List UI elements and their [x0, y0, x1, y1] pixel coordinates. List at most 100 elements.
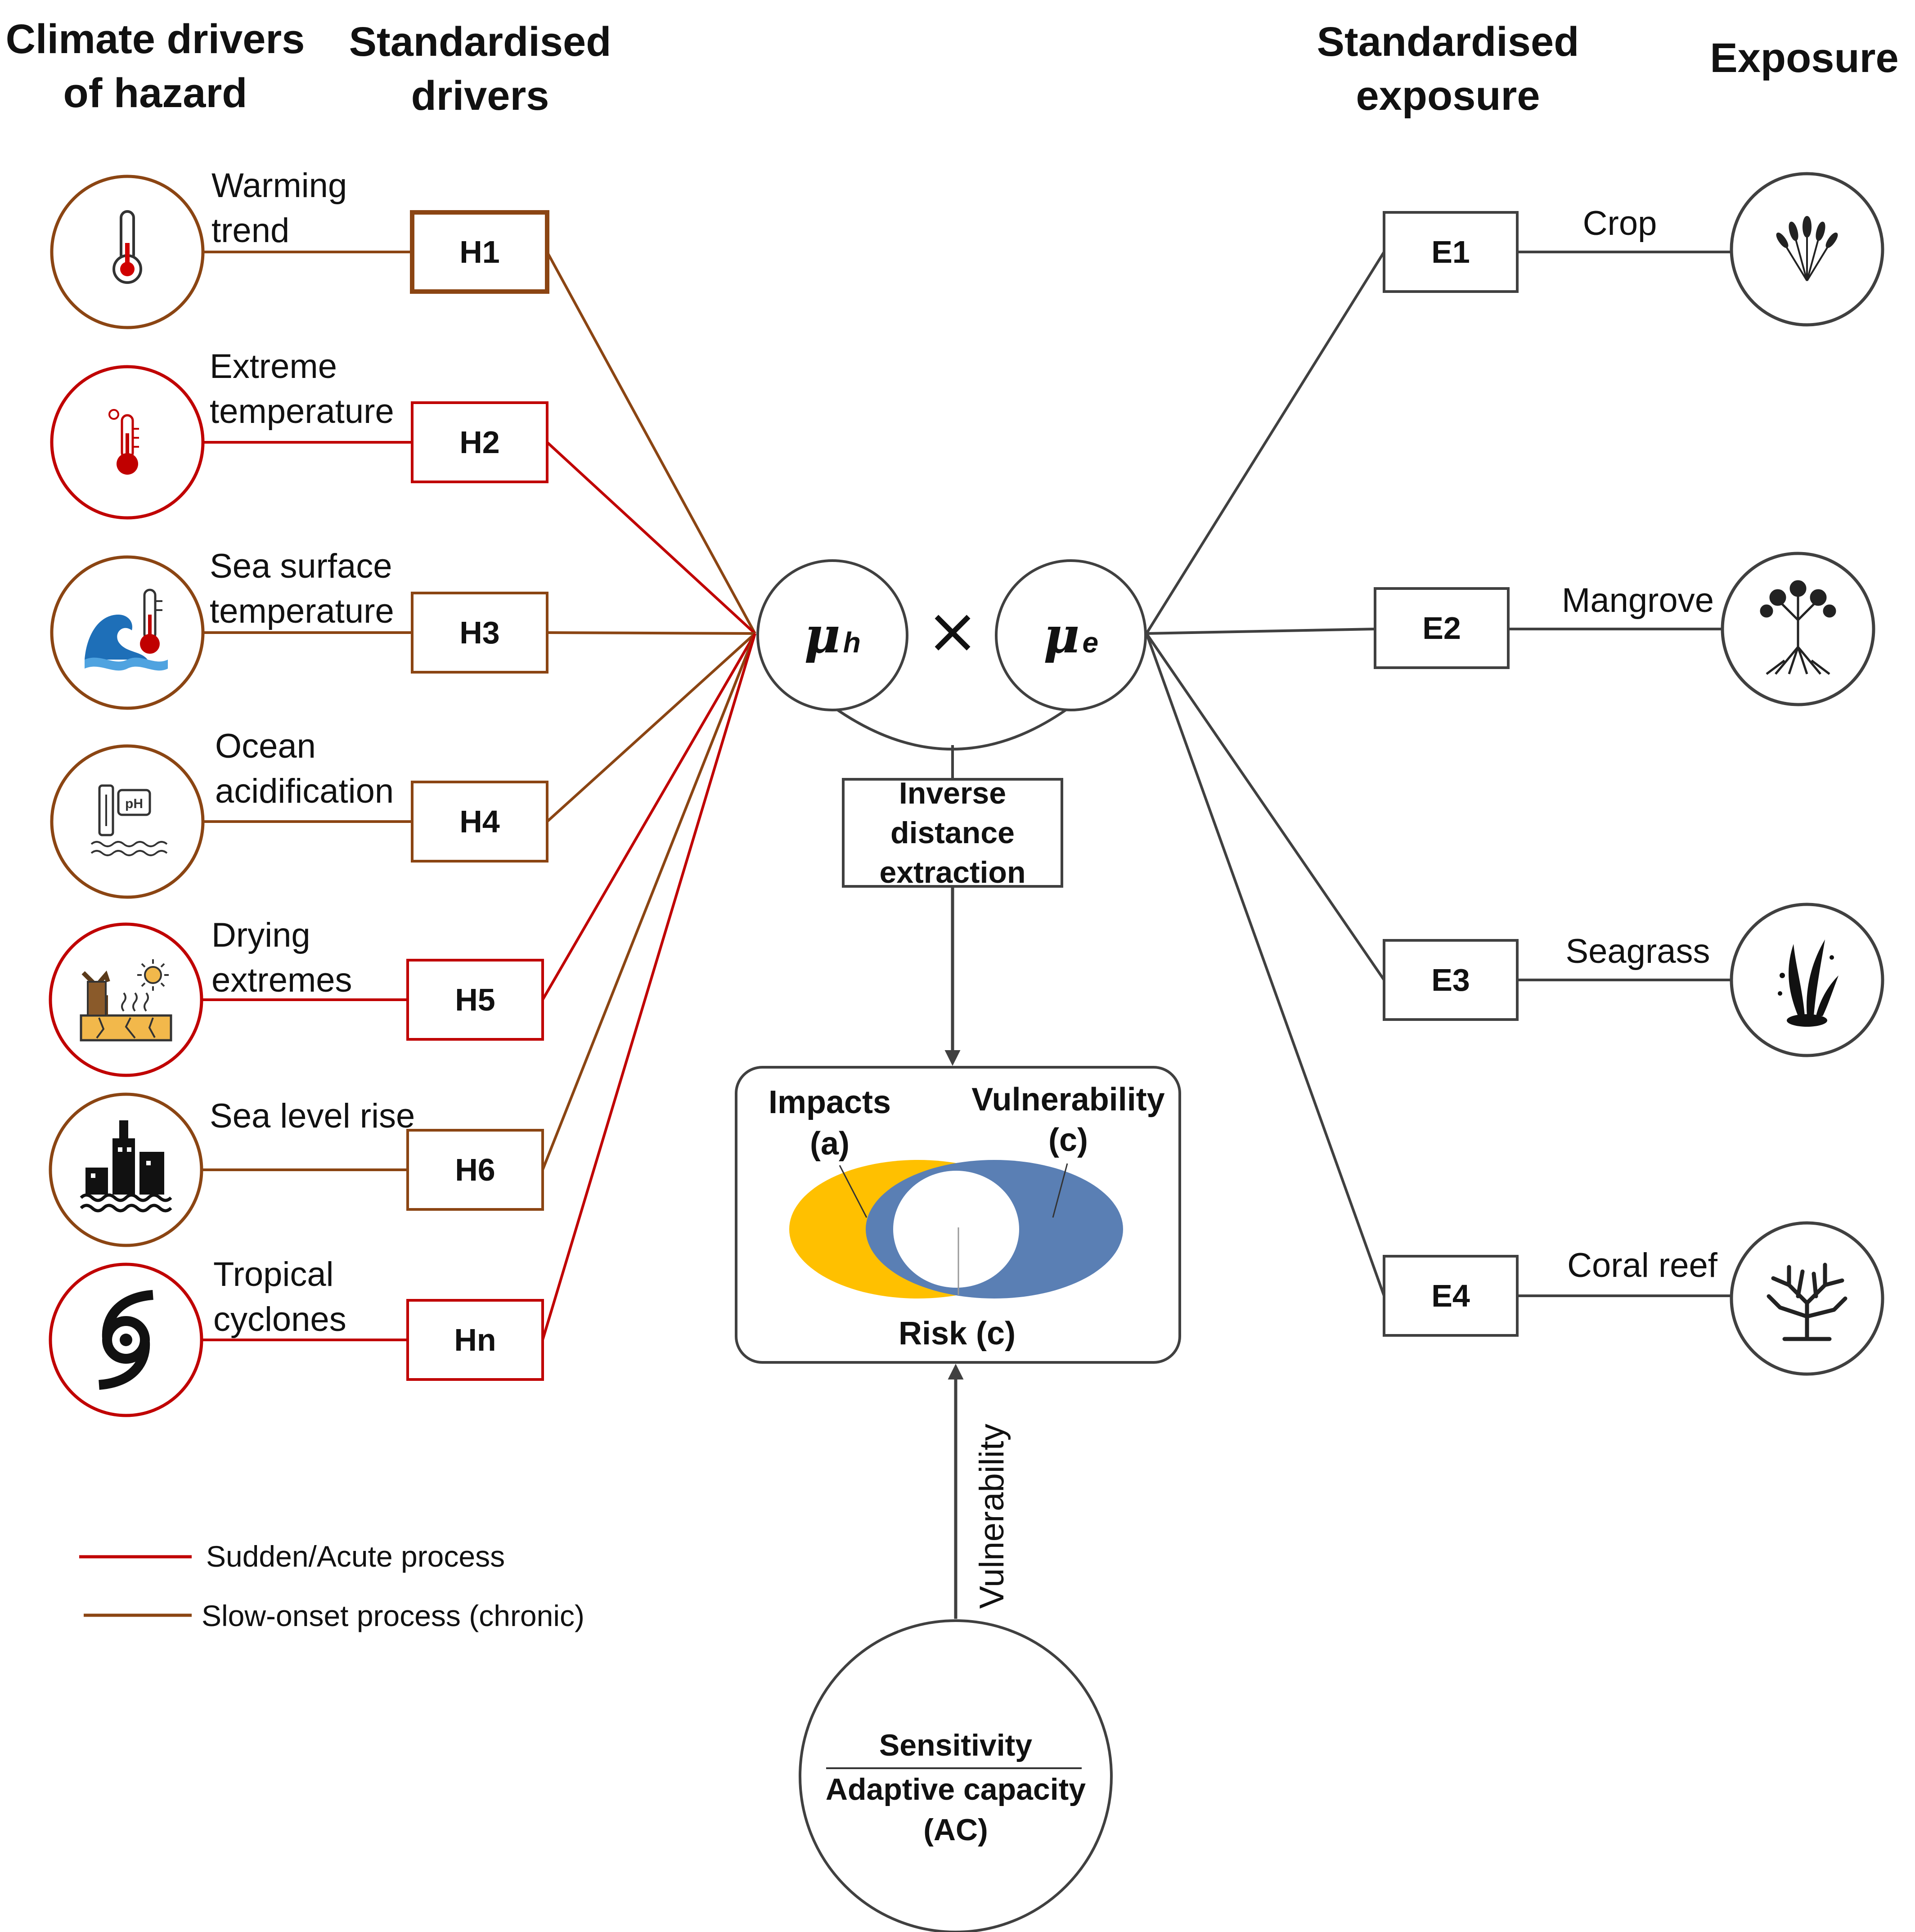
- exposure-box-e4: [1383, 1255, 1519, 1337]
- connector-h3-muh: [547, 631, 755, 635]
- mu-e-circle: [995, 559, 1147, 711]
- hazard-label-h1-line1: Warming: [211, 166, 347, 205]
- legend-label-slow: Slow-onset process (chronic): [202, 1599, 584, 1632]
- hazard-row-h2: Extreme temperature H2: [50, 347, 548, 520]
- hazard-box-label-h2: H2: [459, 425, 499, 460]
- hazard-box-hn: [406, 1299, 544, 1381]
- ide-box: [842, 778, 1063, 888]
- mu-h-sub: h: [843, 626, 861, 659]
- ide-label-line2: distance: [890, 816, 1015, 850]
- seagrass-icon: [1778, 939, 1839, 1027]
- cyclone-icon: [98, 1290, 154, 1390]
- mu-e-sub: e: [1082, 626, 1098, 659]
- sensitivity-adaptive-capacity-node: Sensitivity Adaptive capacity (AC): [799, 1619, 1113, 1932]
- wave-thermometer-icon: [85, 589, 168, 671]
- header-exposure: Exposure: [1710, 35, 1898, 81]
- hazard-box-label-h5: H5: [455, 982, 495, 1017]
- hazard-box-label-h3: H3: [459, 615, 499, 650]
- drought-icon: [80, 959, 172, 1042]
- hazard-box-h2: [411, 401, 548, 483]
- connector-hn-muh: [541, 633, 756, 1340]
- risk-box: Impacts (a) Vulnerability (c) Risk (c): [735, 1066, 1181, 1364]
- exposure-box-e1: [1383, 211, 1519, 293]
- exposure-row-e2: E2 Mangrove: [1374, 552, 1875, 706]
- exposure-row-e3: E3 Seagrass: [1383, 903, 1884, 1057]
- hazard-label-h2-line2: temperature: [210, 392, 394, 431]
- exposure-box-e3: [1383, 939, 1519, 1021]
- hazard-box-h4: [411, 781, 548, 863]
- adaptive-capacity-label-line2: (AC): [923, 1813, 988, 1847]
- vulnerability-arrow-label: Vulnerability: [973, 1424, 1011, 1609]
- exposure-box-label-e1: E1: [1431, 234, 1470, 270]
- exposure-box-label-e4: E4: [1431, 1278, 1470, 1313]
- connector-h5-muh: [541, 633, 756, 1001]
- connector-h6-muh: [541, 633, 756, 1171]
- legend: Sudden/Acute process Slow-onset process …: [79, 1540, 584, 1632]
- vulnerability-label-line2: (c): [1048, 1122, 1088, 1158]
- hazard-box-label-hn: Hn: [454, 1322, 496, 1357]
- hazard-box-label-h4: H4: [459, 804, 500, 839]
- hazard-row-hn: Tropical cyclones Hn: [49, 1255, 544, 1417]
- adaptive-capacity-label-line1: Adaptive capacity: [826, 1772, 1086, 1806]
- vulnerability-label-line1: Vulnerability: [971, 1082, 1164, 1118]
- mangrove-tree-icon: [1760, 580, 1836, 675]
- connector-arc: [832, 705, 1072, 750]
- hazard-label-h2-line1: Extreme: [210, 347, 337, 386]
- exposure-icon-circle-e3: [1730, 903, 1884, 1057]
- thermometer-icon: [112, 210, 142, 284]
- hazard-row-h1: Warming trend H1: [50, 166, 549, 329]
- hazard-label-h1-line2: trend: [211, 211, 289, 250]
- hazard-icon-circle-h3: [50, 555, 205, 710]
- exposure-label-e3: Seagrass: [1565, 932, 1710, 970]
- ide-label-line1: Inverse: [899, 776, 1006, 810]
- legend-label-acute: Sudden/Acute process: [206, 1540, 505, 1573]
- ide-label-line3: extraction: [880, 855, 1026, 890]
- hazard-box-h1: [410, 210, 549, 294]
- coral-icon: [1767, 1263, 1848, 1341]
- hazard-row-h6: Sea level rise H6: [49, 1092, 544, 1247]
- hazard-label-h4-line2: acidification: [215, 772, 394, 810]
- hazard-icon-circle-h4: [50, 744, 205, 899]
- header-climate-drivers-line2: of hazard: [63, 70, 247, 116]
- hazard-connectors: [541, 251, 756, 1340]
- header-standardised-drivers-line2: drivers: [411, 73, 549, 119]
- flooded-city-icon: [80, 1120, 172, 1213]
- mu-h-circle: [756, 559, 908, 711]
- mu-e-symbol: μe: [1043, 606, 1098, 664]
- connector-h2-muh: [546, 441, 756, 635]
- hazard-row-h3: Sea surface temperature H3: [50, 547, 548, 710]
- connector-h4-muh: [546, 632, 756, 823]
- hazard-box-h5: [406, 959, 544, 1041]
- connector-mue-e1: [1145, 251, 1385, 634]
- exposure-box-label-e2: E2: [1422, 611, 1461, 646]
- header-standardised-drivers-line1: Standardised: [349, 19, 611, 65]
- hazard-box-label-h6: H6: [455, 1152, 495, 1187]
- exposure-box-label-e3: E3: [1431, 962, 1470, 997]
- hazard-row-h4: pH Ocean acidification H4: [50, 727, 548, 899]
- svg-text:pH: pH: [125, 796, 143, 811]
- connector-h1-muh: [546, 251, 756, 634]
- hazard-label-h6-line1: Sea level rise: [210, 1097, 415, 1135]
- exposure-label-e4: Coral reef: [1567, 1246, 1718, 1285]
- hazard-box-label-h1: H1: [459, 234, 499, 270]
- exposure-row-e1: E1 Crop: [1383, 172, 1884, 327]
- exposure-connectors: [1145, 251, 1385, 1297]
- ph-meter-icon: pH: [90, 784, 168, 856]
- hazard-label-h5-line1: Drying: [211, 916, 310, 954]
- header-climate-drivers-line1: Climate drivers: [6, 16, 305, 62]
- hot-thermometer-icon: [108, 409, 139, 475]
- connector-mue-e4: [1145, 633, 1385, 1297]
- hazard-box-h3: [411, 592, 548, 674]
- wheat-icon: [1776, 216, 1838, 282]
- hazard-row-h5: Drying extremes H5: [49, 916, 544, 1077]
- mu-h-symbol: μh: [804, 606, 861, 664]
- risk-label: Risk (c): [899, 1316, 1016, 1352]
- hazard-label-h3-line1: Sea surface: [210, 547, 392, 585]
- header-standardised-exposure-line2: exposure: [1356, 73, 1540, 119]
- combination-node: μh × μe: [756, 559, 1147, 750]
- vulnerability-pointer: [1052, 1163, 1068, 1218]
- header-standardised-exposure-line1: Standardised: [1317, 19, 1579, 65]
- exposure-row-e4: E4 Coral reef: [1383, 1221, 1884, 1376]
- impacts-label-line1: Impacts: [769, 1084, 891, 1120]
